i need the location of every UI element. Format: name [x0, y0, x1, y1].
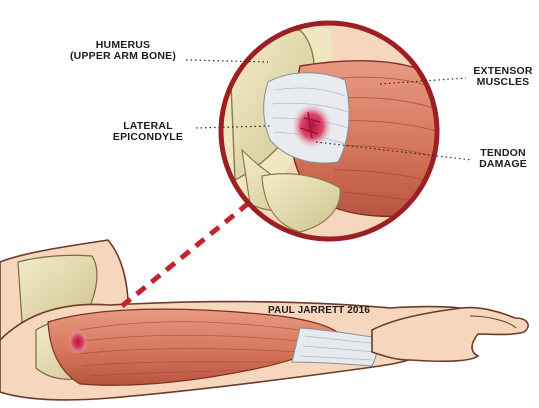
humerus-label-line2: (UPPER ARM BONE): [58, 51, 188, 62]
magnified-view: [221, 23, 445, 240]
forearm-figure: [0, 240, 528, 400]
elbow-injury-spot: [68, 330, 88, 354]
lateral-epicondyle-line2: EPICONDYLE: [108, 132, 188, 143]
artist-credit: PAUL JARRETT 2016: [268, 305, 370, 316]
extensor-muscles-line2: MUSCLES: [468, 77, 538, 88]
magnifier-connector-line: [122, 202, 250, 306]
tendon-damage-spot: [292, 104, 332, 148]
humerus-label: HUMERUS (UPPER ARM BONE): [58, 40, 188, 62]
tendon-damage-label: TENDON DAMAGE: [470, 148, 536, 170]
tendon-damage-line2: DAMAGE: [470, 159, 536, 170]
extensor-muscles-label: EXTENSOR MUSCLES: [468, 66, 538, 88]
lateral-epicondyle-label: LATERAL EPICONDYLE: [108, 121, 188, 143]
